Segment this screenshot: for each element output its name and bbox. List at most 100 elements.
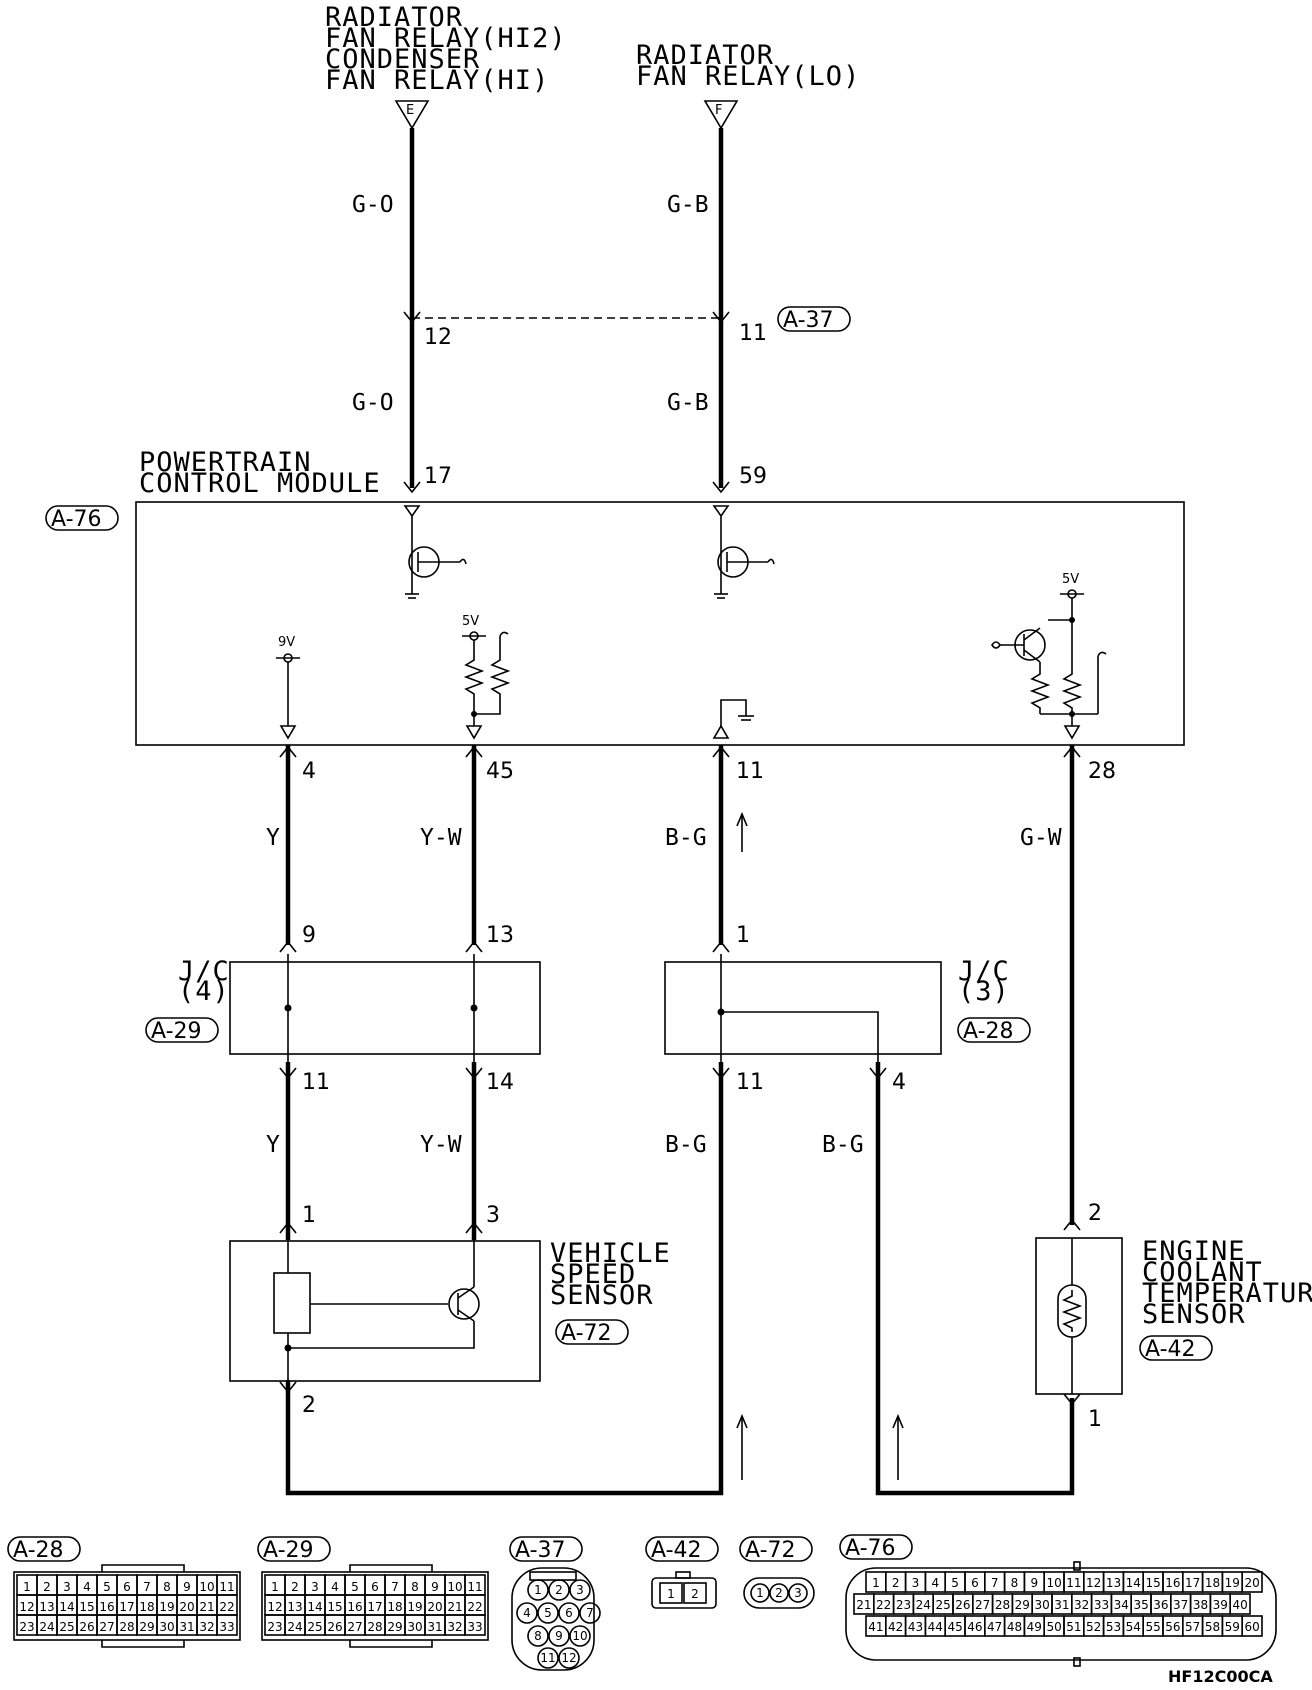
pin-cell-label: 3: [311, 1580, 319, 1594]
pin-cell-label: 18: [387, 1600, 402, 1614]
connector-mark: [1063, 1218, 1081, 1231]
pcm-ground-circuit: [712, 699, 754, 739]
pin-cell-label: 29: [387, 1620, 402, 1634]
relay-e-label-4: FAN RELAY(HI): [325, 65, 549, 96]
legend-tag-a29: A-29: [257, 1536, 331, 1563]
connector-tag-a72: A-72: [555, 1319, 629, 1346]
wire-color-go-top: G-O: [352, 192, 394, 218]
pin-cell-label: 1: [271, 1580, 279, 1594]
pin-cell: [788, 1583, 808, 1603]
legend-tag-a76: A-76: [839, 1534, 913, 1561]
legend-tag-a72: A-72: [739, 1536, 813, 1563]
wire-color-go-mid: G-O: [352, 390, 394, 416]
relay-e-label-1: RADIATOR: [325, 2, 463, 33]
pin-cell-label: 28: [119, 1620, 134, 1634]
pin-cell-label: 8: [411, 1580, 419, 1594]
pin-cell-label: 32: [199, 1620, 214, 1634]
pcm-9v-circuit: 9V: [276, 635, 300, 740]
pin-cell-label: 8: [163, 1580, 171, 1594]
pin-cell-label: 5: [951, 1576, 959, 1590]
svg-text:F: F: [715, 103, 722, 118]
pin-cell-label: 9: [555, 1629, 563, 1643]
svg-text:A-28: A-28: [963, 1019, 1014, 1044]
connector-tag-a42: A-42: [1139, 1335, 1213, 1362]
pin-4: 4: [302, 759, 316, 784]
vss-label-1: VEHICLE: [550, 1238, 671, 1269]
pin-cell-label: 11: [540, 1651, 555, 1665]
connector-mark: [712, 745, 730, 758]
pin-cell: [558, 1647, 580, 1669]
connector-mark: [465, 745, 483, 758]
pin-cell-label: 39: [1213, 1598, 1228, 1612]
vss-internal-circuit: [273, 1233, 480, 1381]
pin-cell-label: 53: [1106, 1620, 1121, 1634]
pin-cell: [1241, 1571, 1263, 1593]
pin-cell-label: 21: [856, 1598, 871, 1612]
svg-text:A-37: A-37: [515, 1538, 566, 1563]
pin-45: 45: [486, 759, 514, 784]
pin-cell-label: 14: [1126, 1576, 1141, 1590]
thermistor-icon: [1057, 1238, 1087, 1394]
pin-11: 11: [739, 321, 767, 346]
pin-cell: [548, 1579, 570, 1601]
ect-label-3: TEMPERATURE: [1142, 1278, 1312, 1309]
pin-11: 11: [736, 1070, 764, 1095]
pin-cell-label: 5: [351, 1580, 359, 1594]
pin-cell-label: 6: [971, 1576, 979, 1590]
svg-text:A-37: A-37: [783, 308, 834, 333]
pin-cell-label: 9: [183, 1580, 191, 1594]
pin-cell-label: 12: [1086, 1576, 1101, 1590]
pin-cell-label: 23: [896, 1598, 911, 1612]
pin-cell-label: 33: [1094, 1598, 1109, 1612]
pin-cell-label: 23: [19, 1620, 34, 1634]
pin-cell-label: 25: [307, 1620, 322, 1634]
pin-cell-label: 28: [995, 1598, 1010, 1612]
pin-cell-label: 14: [307, 1600, 322, 1614]
svg-text:9V: 9V: [278, 635, 295, 650]
wire-color-b-g: B-G: [665, 825, 707, 851]
pin-cell-label: 33: [467, 1620, 482, 1634]
pin-cell-label: 54: [1126, 1620, 1141, 1634]
svg-text:A-29: A-29: [151, 1019, 202, 1044]
connector-tag-a76: A-76: [45, 505, 119, 532]
pin-cell-label: 11: [1066, 1576, 1081, 1590]
current-arrow-up: [736, 1413, 748, 1480]
diagram-code: HF12C00CA: [1168, 1667, 1273, 1686]
pin-cell-label: 10: [199, 1580, 214, 1594]
pin-11: 11: [736, 759, 764, 784]
pin-cell-label: 16: [99, 1600, 114, 1614]
pin-cell-label: 10: [572, 1629, 587, 1643]
pin-cell-label: 4: [83, 1580, 91, 1594]
relay-e-label-3: CONDENSER: [325, 44, 480, 75]
pin-cell-label: 3: [576, 1583, 584, 1597]
legend-tag-a28: A-28: [7, 1536, 81, 1563]
pin-cell-label: 59: [1225, 1620, 1240, 1634]
pin-cell: [659, 1582, 683, 1604]
legend-tag-a37: A-37: [509, 1536, 583, 1563]
pcm-5v-resistor-circuit: 5V: [462, 614, 511, 740]
connector-mark: [279, 940, 297, 953]
pcm-box: [135, 501, 1185, 746]
pin-2: 2: [1088, 1201, 1102, 1226]
svg-text:A-42: A-42: [1145, 1337, 1196, 1362]
pin-cell-label: 30: [1034, 1598, 1049, 1612]
pin-cell-label: 25: [935, 1598, 950, 1612]
pin-cell-label: 6: [123, 1580, 131, 1594]
pin-cell-label: 9: [431, 1580, 439, 1594]
pin-cell-label: 7: [391, 1580, 399, 1594]
connector-tag-a37: A-37: [777, 306, 851, 333]
pin-cell-label: 2: [291, 1580, 299, 1594]
pin-cell-label: 1: [872, 1576, 880, 1590]
connector-mark: [279, 1381, 297, 1394]
pin-cell: [569, 1579, 591, 1601]
pin-cell-label: 10: [447, 1580, 462, 1594]
pin-cell: [750, 1583, 770, 1603]
pin-cell-label: 17: [1185, 1576, 1200, 1590]
wire-color-gb-mid: G-B: [667, 390, 709, 416]
svg-text:A-29: A-29: [263, 1538, 314, 1563]
pin-cell: [537, 1647, 559, 1669]
pin-cell-label: 22: [219, 1600, 234, 1614]
